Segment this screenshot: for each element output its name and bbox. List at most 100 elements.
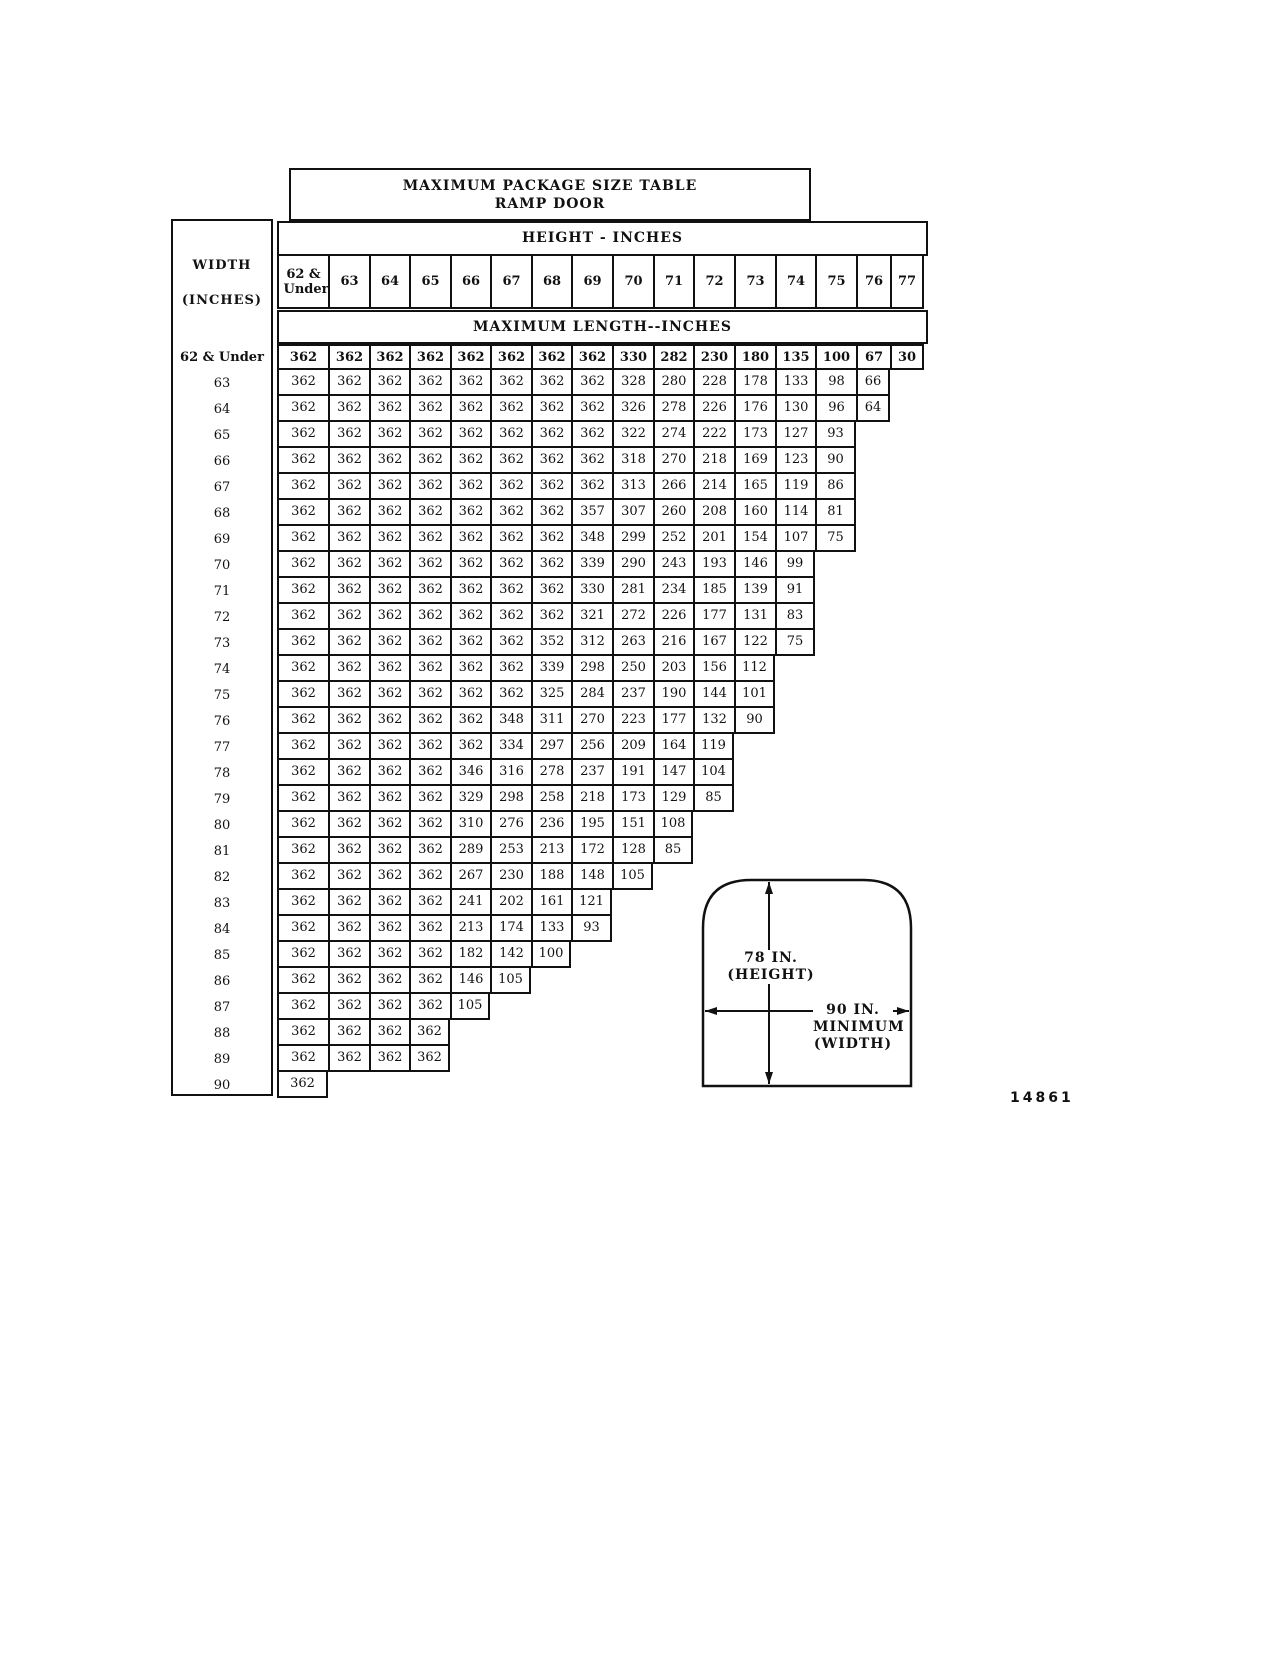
length-cell: 127	[775, 422, 815, 448]
length-cell: 362	[490, 630, 531, 656]
length-cell: 362	[328, 578, 369, 604]
length-cell: 252	[653, 526, 693, 552]
width-row-label: 70	[213, 558, 231, 573]
length-cell: 362	[409, 630, 450, 656]
length-cell: 195	[571, 812, 612, 838]
height-column-header: 72	[693, 256, 734, 307]
door-height-caption: (HEIGHT)	[727, 967, 815, 983]
table-row: 362	[277, 1072, 924, 1098]
length-cell: 362	[409, 1020, 450, 1046]
length-cell: 93	[571, 916, 612, 942]
length-cell: 362	[277, 890, 328, 916]
length-cell: 362	[409, 656, 450, 682]
length-cell: 311	[531, 708, 571, 734]
length-cell: 226	[693, 396, 734, 422]
length-cell: 352	[531, 630, 571, 656]
length-cell: 362	[490, 396, 531, 422]
height-column-header: 67	[490, 256, 531, 307]
length-cell: 362	[409, 396, 450, 422]
length-cell: 362	[409, 578, 450, 604]
length-cell: 267	[450, 864, 490, 890]
length-cell: 128	[612, 838, 653, 864]
length-cell: 173	[734, 422, 775, 448]
length-cell: 362	[328, 500, 369, 526]
length-cell: 362	[409, 604, 450, 630]
length-cell: 362	[328, 1046, 369, 1072]
length-cell: 119	[775, 474, 815, 500]
length-cell: 362	[328, 916, 369, 942]
length-cell: 172	[571, 838, 612, 864]
width-row-label: 82	[213, 870, 231, 885]
length-cell: 362	[490, 578, 531, 604]
length-cell: 362	[328, 838, 369, 864]
length-cell: 362	[369, 786, 409, 812]
length-cell: 123	[775, 448, 815, 474]
length-cell: 237	[612, 682, 653, 708]
height-column-header: 77	[890, 256, 924, 307]
length-cell: 362	[450, 708, 490, 734]
width-row-label: 86	[213, 974, 231, 989]
length-cell: 272	[612, 604, 653, 630]
height-column-header: 63	[328, 256, 369, 307]
length-cell: 312	[571, 630, 612, 656]
length-cell: 178	[734, 370, 775, 396]
length-cell: 362	[409, 760, 450, 786]
length-cell: 362	[328, 656, 369, 682]
length-cell: 169	[734, 448, 775, 474]
length-band: MAXIMUM LENGTH--INCHES	[277, 310, 928, 344]
length-cell: 362	[409, 890, 450, 916]
length-cell: 167	[693, 630, 734, 656]
length-cell: 64	[856, 396, 890, 422]
length-cell: 362	[409, 552, 450, 578]
length-cell: 362	[409, 682, 450, 708]
length-cell: 85	[693, 786, 734, 812]
length-cell: 209	[612, 734, 653, 760]
width-row-label: 73	[213, 636, 231, 651]
length-cell: 362	[571, 448, 612, 474]
length-cell: 112	[734, 656, 775, 682]
door-width-label: 90 IN. MINIMUM (WIDTH)	[813, 1002, 904, 1053]
length-cell: 362	[490, 448, 531, 474]
length-cell: 362	[531, 422, 571, 448]
length-cell: 90	[815, 448, 856, 474]
length-cell: 362	[277, 1072, 328, 1098]
length-cell: 325	[531, 682, 571, 708]
length-cell: 362	[409, 916, 450, 942]
length-cell: 362	[450, 500, 490, 526]
length-cell: 362	[369, 370, 409, 396]
length-cell: 266	[653, 474, 693, 500]
length-cell: 362	[409, 838, 450, 864]
length-cell: 250	[612, 656, 653, 682]
length-cell: 362	[450, 552, 490, 578]
length-cell: 362	[277, 734, 328, 760]
length-cell: 362	[369, 630, 409, 656]
length-cell: 362	[571, 370, 612, 396]
length-cell: 362	[328, 968, 369, 994]
length-cell: 298	[571, 656, 612, 682]
length-cell: 362	[369, 578, 409, 604]
length-cell: 334	[490, 734, 531, 760]
length-cell: 173	[612, 786, 653, 812]
length-cell: 362	[369, 396, 409, 422]
length-cell: 362	[369, 968, 409, 994]
length-cell: 362	[277, 422, 328, 448]
length-cell: 213	[450, 916, 490, 942]
length-cell: 223	[612, 708, 653, 734]
length-cell: 362	[490, 500, 531, 526]
width-row-label: 89	[213, 1052, 231, 1067]
length-cell: 297	[531, 734, 571, 760]
length-cell: 241	[450, 890, 490, 916]
length-cell: 85	[653, 838, 693, 864]
length-cell: 362	[490, 344, 531, 370]
length-cell: 362	[409, 968, 450, 994]
